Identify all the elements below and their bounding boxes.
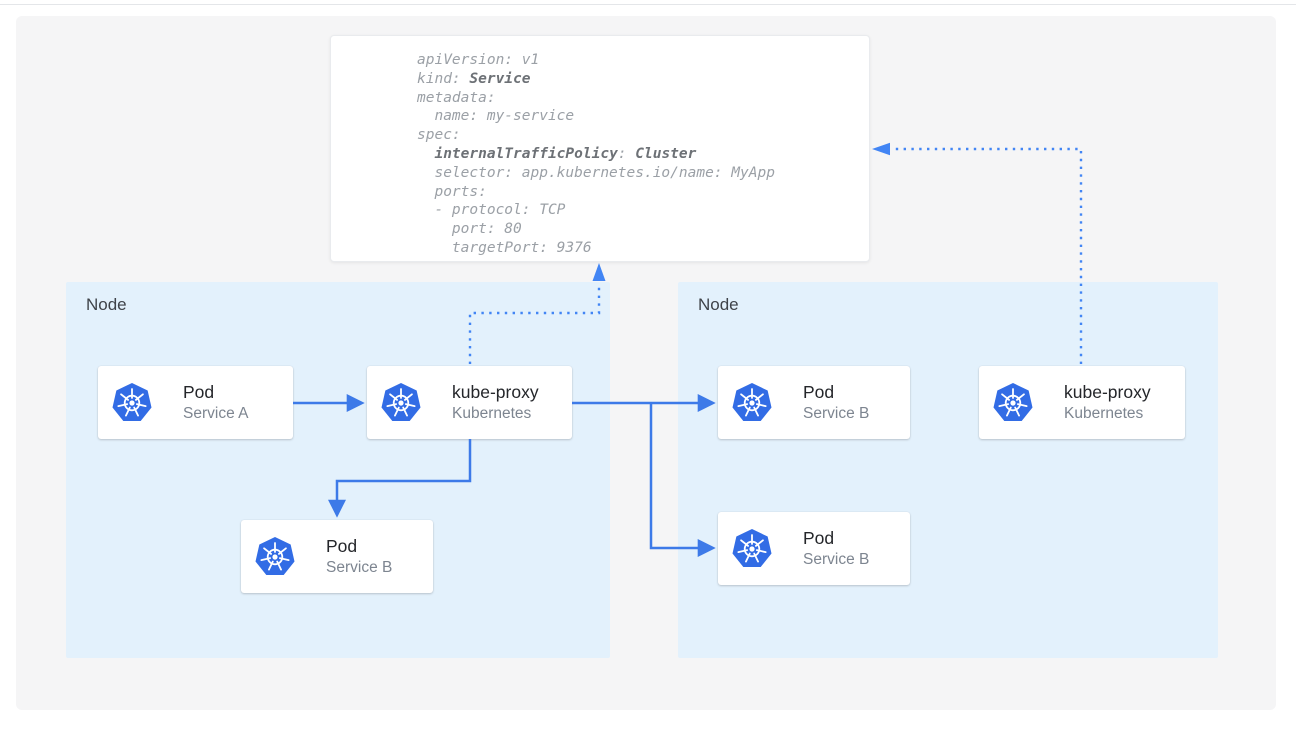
kubernetes-wheel-icon xyxy=(255,536,295,576)
node-label: Node xyxy=(698,295,739,314)
card-subtitle: Service B xyxy=(326,559,393,576)
card-title: kube-proxy xyxy=(1064,382,1151,402)
node-box-left: Node xyxy=(66,282,610,658)
pod-card-service-b-remote-2: Pod Service B xyxy=(718,512,910,585)
card-subtitle: Kubernetes xyxy=(452,405,532,422)
pod-card-service-b-remote-1: Pod Service B xyxy=(718,366,910,439)
node-box-right: Node xyxy=(678,282,1218,658)
kube-proxy-card-right: kube-proxy Kubernetes xyxy=(979,366,1185,439)
pod-card-service-a: Pod Service A xyxy=(98,366,293,439)
card-title: Pod xyxy=(803,382,835,402)
kubernetes-wheel-icon xyxy=(732,528,772,568)
kubernetes-wheel-icon xyxy=(732,382,772,422)
kubernetes-wheel-icon xyxy=(112,382,152,422)
pod-card-service-b-left: Pod Service B xyxy=(241,520,433,593)
kubernetes-wheel-icon xyxy=(993,382,1033,422)
kube-proxy-card-left: kube-proxy Kubernetes xyxy=(367,366,572,439)
node-label: Node xyxy=(86,295,127,314)
card-title: Pod xyxy=(803,528,835,548)
card-subtitle: Service B xyxy=(803,405,870,422)
card-subtitle: Service A xyxy=(183,405,249,422)
card-subtitle: Kubernetes xyxy=(1064,405,1144,422)
top-divider xyxy=(0,4,1296,5)
card-title: Pod xyxy=(183,382,215,402)
card-title: Pod xyxy=(326,536,358,556)
kubernetes-wheel-icon xyxy=(381,382,421,422)
card-title: kube-proxy xyxy=(452,382,539,402)
card-subtitle: Service B xyxy=(803,551,870,568)
